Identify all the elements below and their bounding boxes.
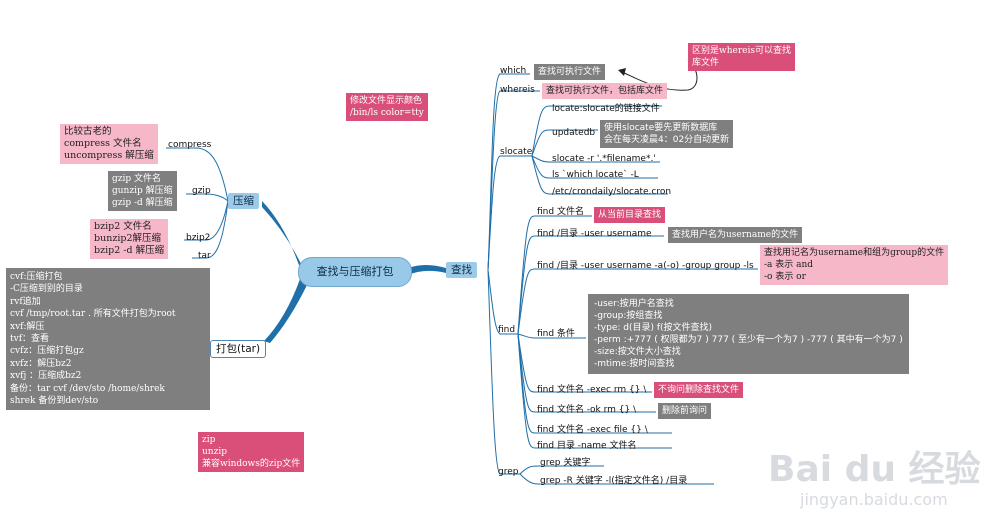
find-item[interactable]: find /目录 -user username -a(-o) -group gr… (537, 261, 754, 271)
find-group-note: 查找用记名为username和组为group的文件-a 表示 and-o 表示 … (760, 245, 949, 285)
slocate-item[interactable]: /etc/crondaily/slocate.cron (552, 187, 672, 197)
find-item[interactable]: find 条件 (537, 329, 575, 339)
grep-item[interactable]: grep 关键字 (540, 458, 591, 468)
find-exec-note: 不询问删除查找文件 (654, 382, 744, 398)
find-name-note: 从当前目录查找 (594, 207, 666, 223)
which-desc: 查找可执行文件 (534, 64, 606, 80)
find-item[interactable]: find 文件名 -ok rm {} \ (537, 405, 637, 415)
find-cond-note: -user:按用户名查找-group:按组查找-type: d(目录) f(按文… (588, 294, 909, 374)
find-item[interactable]: find 文件名 -exec rm {} \ (537, 385, 647, 395)
grep-item[interactable]: grep -R 关键字 -l(指定文件名) /目录 (540, 476, 688, 486)
slocate-item[interactable]: ls `which locate` -L (552, 170, 639, 180)
which-label[interactable]: which (500, 66, 527, 76)
find-user-note: 查找用户名为username的文件 (668, 227, 803, 243)
which-note: 区别是whereis可以查找库文件 (688, 43, 795, 71)
compress-label[interactable]: compress (168, 140, 212, 150)
slocate-item[interactable]: updatedb (552, 128, 596, 138)
slocate-label[interactable]: slocate (500, 147, 533, 157)
slocate-item[interactable]: locate:slocate的链接文件 (552, 104, 660, 114)
find-ok-note: 删除前询问 (658, 403, 712, 419)
find-item[interactable]: find 文件名 -exec file {} \ (537, 425, 648, 435)
watermark-logo: Bai du 经验 (768, 449, 981, 490)
watermark-url: jingyan.baidu.com (800, 490, 948, 509)
find-item[interactable]: find 文件名 (537, 207, 584, 217)
central-topic[interactable]: 查找与压缩打包 (298, 257, 412, 287)
slocate-item[interactable]: slocate -r '.*filename*.' (552, 154, 656, 164)
color-note: 修改文件显示颜色/bin/ls color=tty (346, 93, 428, 121)
bzip2-label[interactable]: bzip2 (186, 233, 211, 243)
tar-label[interactable]: tar (198, 251, 211, 261)
topic-search[interactable]: 查找 (446, 262, 477, 278)
find-label[interactable]: find (498, 325, 516, 335)
grep-label[interactable]: grep (498, 467, 519, 477)
find-item[interactable]: find 目录 -name 文件名 (537, 441, 637, 451)
updatedb-note: 使用slocate要先更新数据库会在每天凌晨4：02分自动更新 (600, 120, 734, 148)
find-item[interactable]: find /目录 -user username (537, 229, 652, 239)
whereis-label[interactable]: whereis (500, 85, 535, 95)
gzip-label[interactable]: gzip (192, 186, 211, 196)
whereis-desc: 查找可执行文件，包括库文件 (542, 83, 668, 99)
topic-pack-tar[interactable]: 打包(tar) (210, 340, 267, 358)
topic-compress[interactable]: 压缩 (228, 193, 259, 209)
